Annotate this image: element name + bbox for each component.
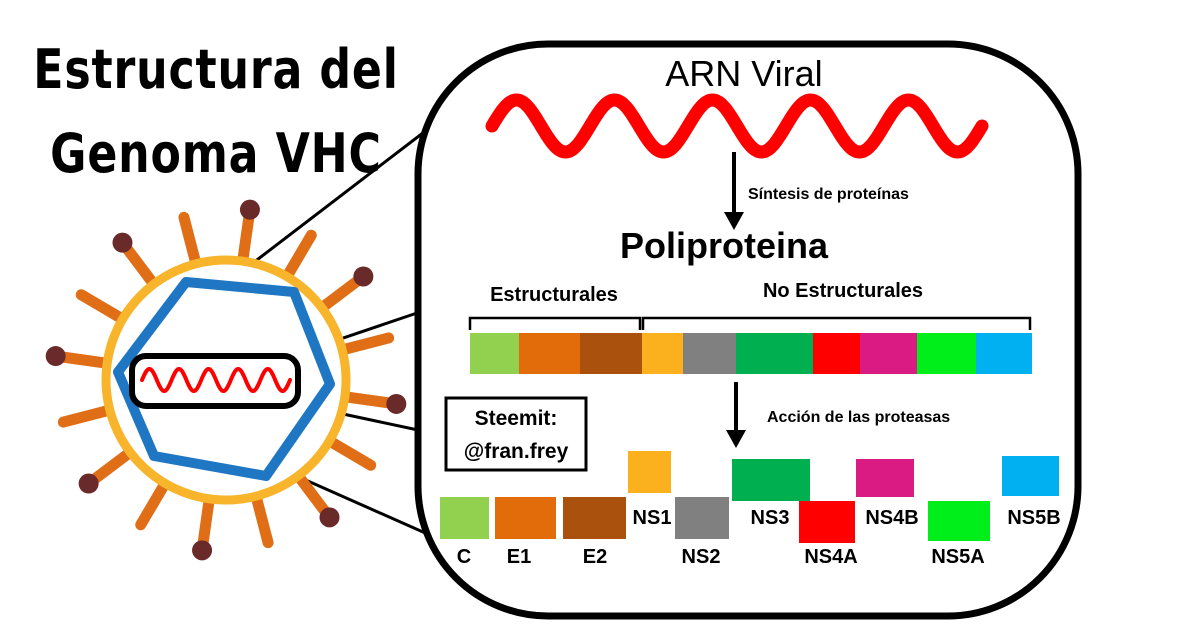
spike-head — [386, 393, 407, 414]
spike-stem — [119, 240, 161, 292]
viral-rna-wave — [485, 93, 989, 159]
protein-label-ns4a: NS4A — [804, 546, 857, 568]
spike-stem — [236, 208, 255, 269]
spike-head — [112, 232, 133, 253]
polyprotein-segment-c — [470, 333, 519, 374]
protein-block-ns2 — [675, 497, 729, 539]
nonstructural-bracket — [641, 316, 1032, 330]
protein-label-e2: E2 — [583, 546, 607, 568]
polyprotein-segment-ns1 — [642, 333, 683, 374]
spike-head — [319, 507, 340, 528]
credit-box — [444, 396, 588, 472]
structural-group-label: Estructurales — [490, 284, 618, 306]
protein-label-ns4b: NS4B — [865, 507, 918, 529]
spike-stem — [334, 332, 395, 356]
protein-label-ns3: NS3 — [751, 507, 790, 529]
spike-stem — [178, 211, 202, 272]
polyprotein-segment-ns2 — [683, 333, 736, 374]
spike-stem — [337, 390, 398, 409]
protease-arrow-head — [726, 430, 746, 448]
spike-head — [78, 473, 99, 494]
diagram-title-line-2: Genoma VHC — [50, 122, 382, 185]
spike-head — [192, 540, 213, 561]
spike-stem — [322, 434, 377, 471]
protein-block-ns4a — [799, 501, 855, 543]
spike-head — [45, 346, 66, 367]
protein-label-c: C — [457, 546, 471, 568]
protein-block-ns5b — [1002, 456, 1059, 496]
spike-stem — [54, 351, 115, 370]
protein-label-ns2: NS2 — [682, 546, 721, 568]
synthesis-label: Síntesis de proteínas — [748, 186, 909, 203]
spike-stem — [280, 229, 317, 284]
spike-stem — [75, 289, 130, 326]
spike-stem — [197, 491, 216, 552]
diagram-title-line-1: Estructura del — [33, 38, 398, 101]
virus-spikes — [45, 199, 407, 561]
nonstructural-group-label: No Estructurales — [763, 280, 923, 302]
polyprotein-label: Poliproteina — [620, 225, 829, 266]
polyprotein-segment-ns4a — [813, 333, 860, 374]
protein-block-c — [440, 497, 489, 539]
virus-particle — [45, 199, 407, 561]
synthesis-arrow-head — [724, 212, 744, 230]
polyprotein-segment-ns4b — [860, 333, 917, 374]
credit-line-2: @fran.frey — [464, 440, 569, 463]
polyprotein-segment-e1 — [519, 333, 580, 374]
protein-block-e1 — [495, 497, 556, 539]
structural-bracket — [468, 316, 642, 330]
polyprotein-segment-ns3 — [736, 333, 813, 374]
envelope-hexagon — [113, 277, 335, 481]
rna-label: ARN Viral — [665, 53, 822, 94]
spike-head — [353, 266, 374, 287]
polyprotein-segment-ns5a — [917, 333, 976, 374]
protein-label-ns5a: NS5A — [931, 546, 984, 568]
credit-line-1: Steemit: — [475, 407, 558, 430]
protein-block-ns1 — [628, 451, 671, 493]
spike-stem — [314, 273, 366, 315]
spike-stem — [86, 445, 138, 487]
polyprotein-segment-e2 — [580, 333, 642, 374]
spike-stem — [291, 468, 333, 520]
virus-rna-strand — [140, 366, 292, 394]
spike-stem — [135, 476, 172, 531]
polyprotein-strip — [470, 333, 1032, 374]
protein-block-ns5a — [928, 501, 990, 541]
protease-label: Acción de las proteasas — [767, 409, 950, 426]
polyprotein-segment-ns5b — [976, 333, 1032, 374]
protein-block-e2 — [563, 497, 626, 539]
spike-stem — [250, 488, 274, 549]
spike-stem — [57, 404, 118, 428]
protein-label-ns5b: NS5B — [1007, 507, 1060, 529]
protein-block-ns3 — [732, 459, 810, 501]
protein-label-e1: E1 — [507, 546, 531, 568]
protein-block-ns4b — [856, 459, 914, 497]
spike-head — [239, 199, 260, 220]
protein-label-ns1: NS1 — [633, 507, 672, 529]
